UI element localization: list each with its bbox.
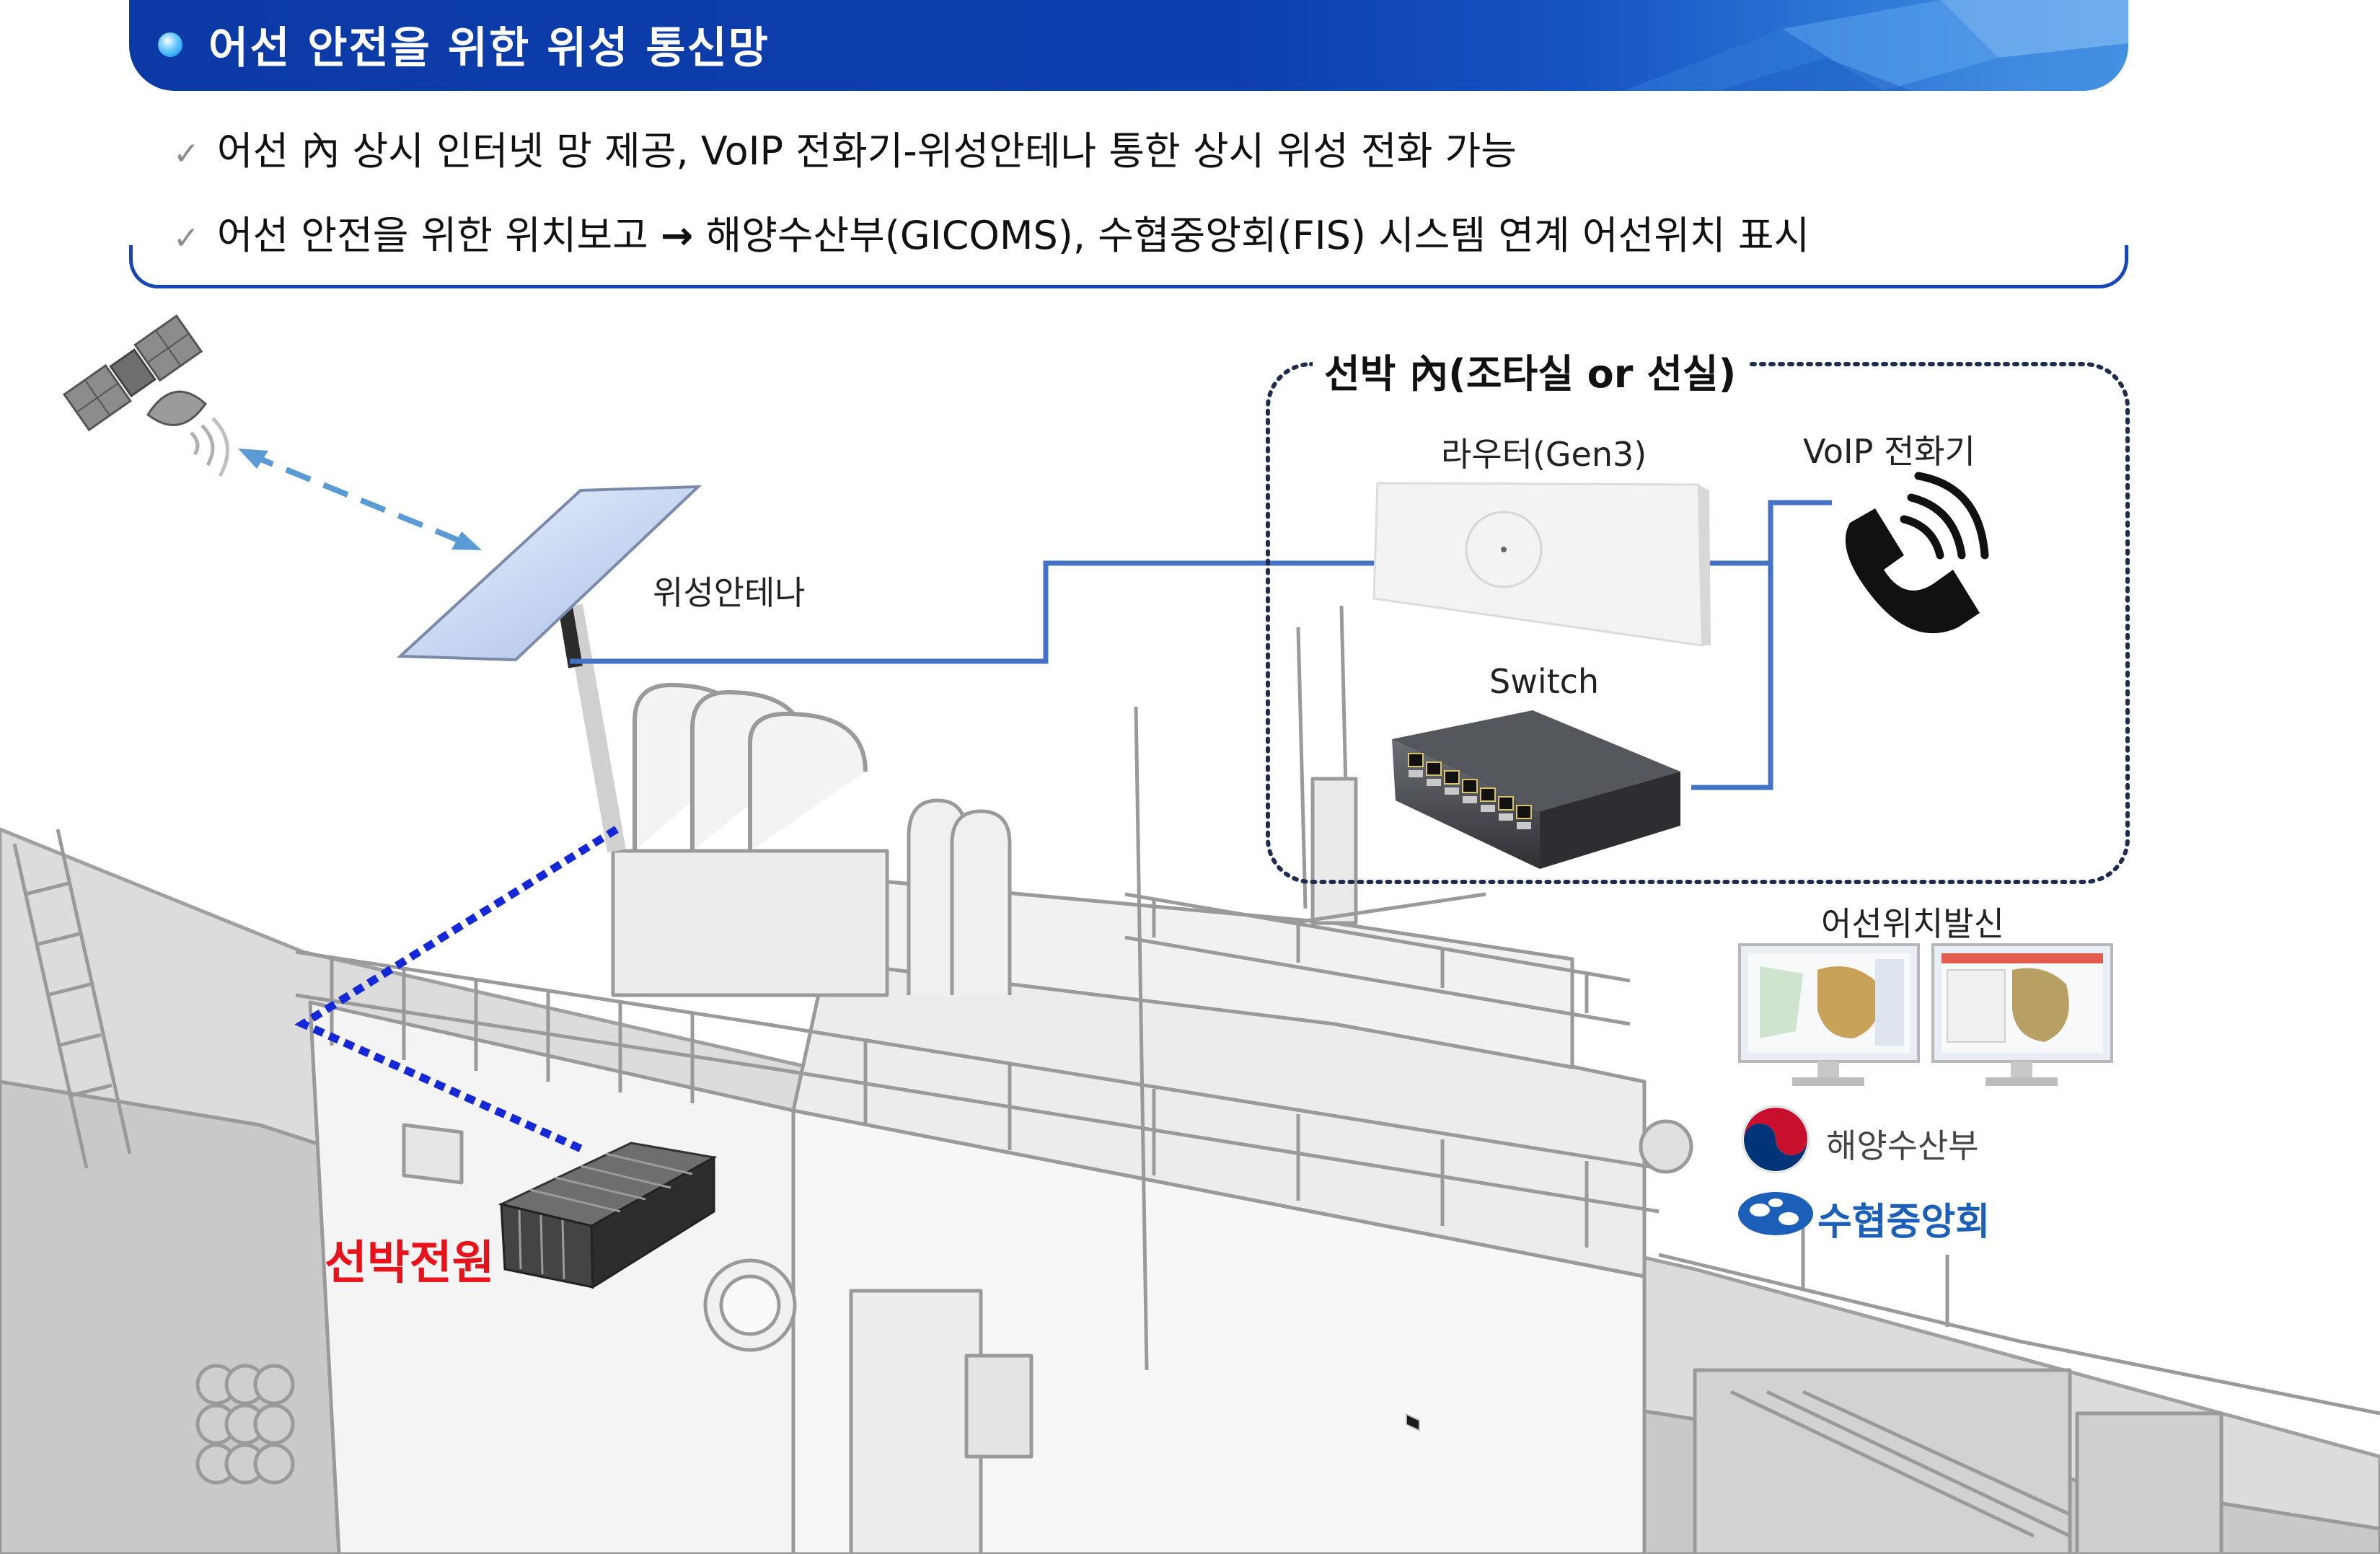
network-cables (570, 500, 1832, 790)
header-banner: 어선 안전을 위한 위성 통신망 (129, 0, 2128, 91)
switch-icon (1392, 710, 1680, 1432)
cable-switch (1691, 563, 1773, 790)
mof-label: 해양수산부 (1826, 1126, 1979, 1165)
cable-antenna-router (570, 560, 1374, 664)
antenna-label: 위성안테나 (653, 573, 806, 612)
monitor-icon-fis (1931, 943, 2113, 1086)
check-icon: ✓ (173, 136, 200, 172)
arrow-right-icon: → (661, 213, 694, 258)
bullet-position-report: ✓ 어선 안전을 위한 위치보고 → 해양수산부(GICOMS), 수협중앙회(F… (173, 203, 1810, 260)
bullet-internet: ✓ 어선 內 상시 인터넷 망 제공, VoIP 전화기-위성안테나 통한 상시 … (173, 119, 1517, 176)
phone-icon (1845, 472, 1989, 634)
power-cable (294, 826, 619, 1155)
monitor-icon-gicoms (1738, 943, 1920, 1086)
bullet-text: 어선 안전을 위한 위치보고 (216, 213, 648, 258)
router-label: 라우터(Gen3) (1441, 435, 1647, 474)
voip-label: VoIP 전화기 (1803, 432, 1975, 471)
mof-logo-icon (1742, 1105, 1810, 1173)
bullet-text-tail: 해양수산부(GICOMS), 수협중앙회(FIS) 시스템 연계 어선위치 표시 (705, 213, 1810, 258)
satellite-icon (62, 314, 229, 477)
page-title: 어선 안전을 위한 위성 통신망 (208, 23, 770, 74)
router-icon (1372, 482, 1711, 647)
banner-decoration (1623, 0, 2128, 91)
onboard-title: 선박 內(조타실 or 선실) (1313, 342, 1748, 399)
check-icon: ✓ (173, 220, 200, 257)
switch-label: Switch (1489, 662, 1600, 701)
battery-icon (498, 1142, 718, 1289)
suhyup-label: 수협중앙회 (1817, 1201, 1991, 1244)
banner-bullet-icon (158, 32, 182, 57)
cable-router-phone (1709, 500, 1832, 566)
satellite-link-arrow (238, 449, 482, 550)
ship-power-label: 선박전원 (325, 1237, 495, 1290)
header-underline (129, 245, 2128, 288)
bullet-text: 어선 內 상시 인터넷 망 제공, VoIP 전화기-위성안테나 통한 상시 위… (216, 128, 1517, 174)
switch-ports (1408, 753, 1532, 829)
suhyup-logo-icon (1738, 1192, 1813, 1235)
satellite-antenna-icon (397, 485, 702, 853)
position-report-label: 어선위치발신 (1821, 904, 2004, 943)
ship-illustration (0, 605, 2380, 1554)
